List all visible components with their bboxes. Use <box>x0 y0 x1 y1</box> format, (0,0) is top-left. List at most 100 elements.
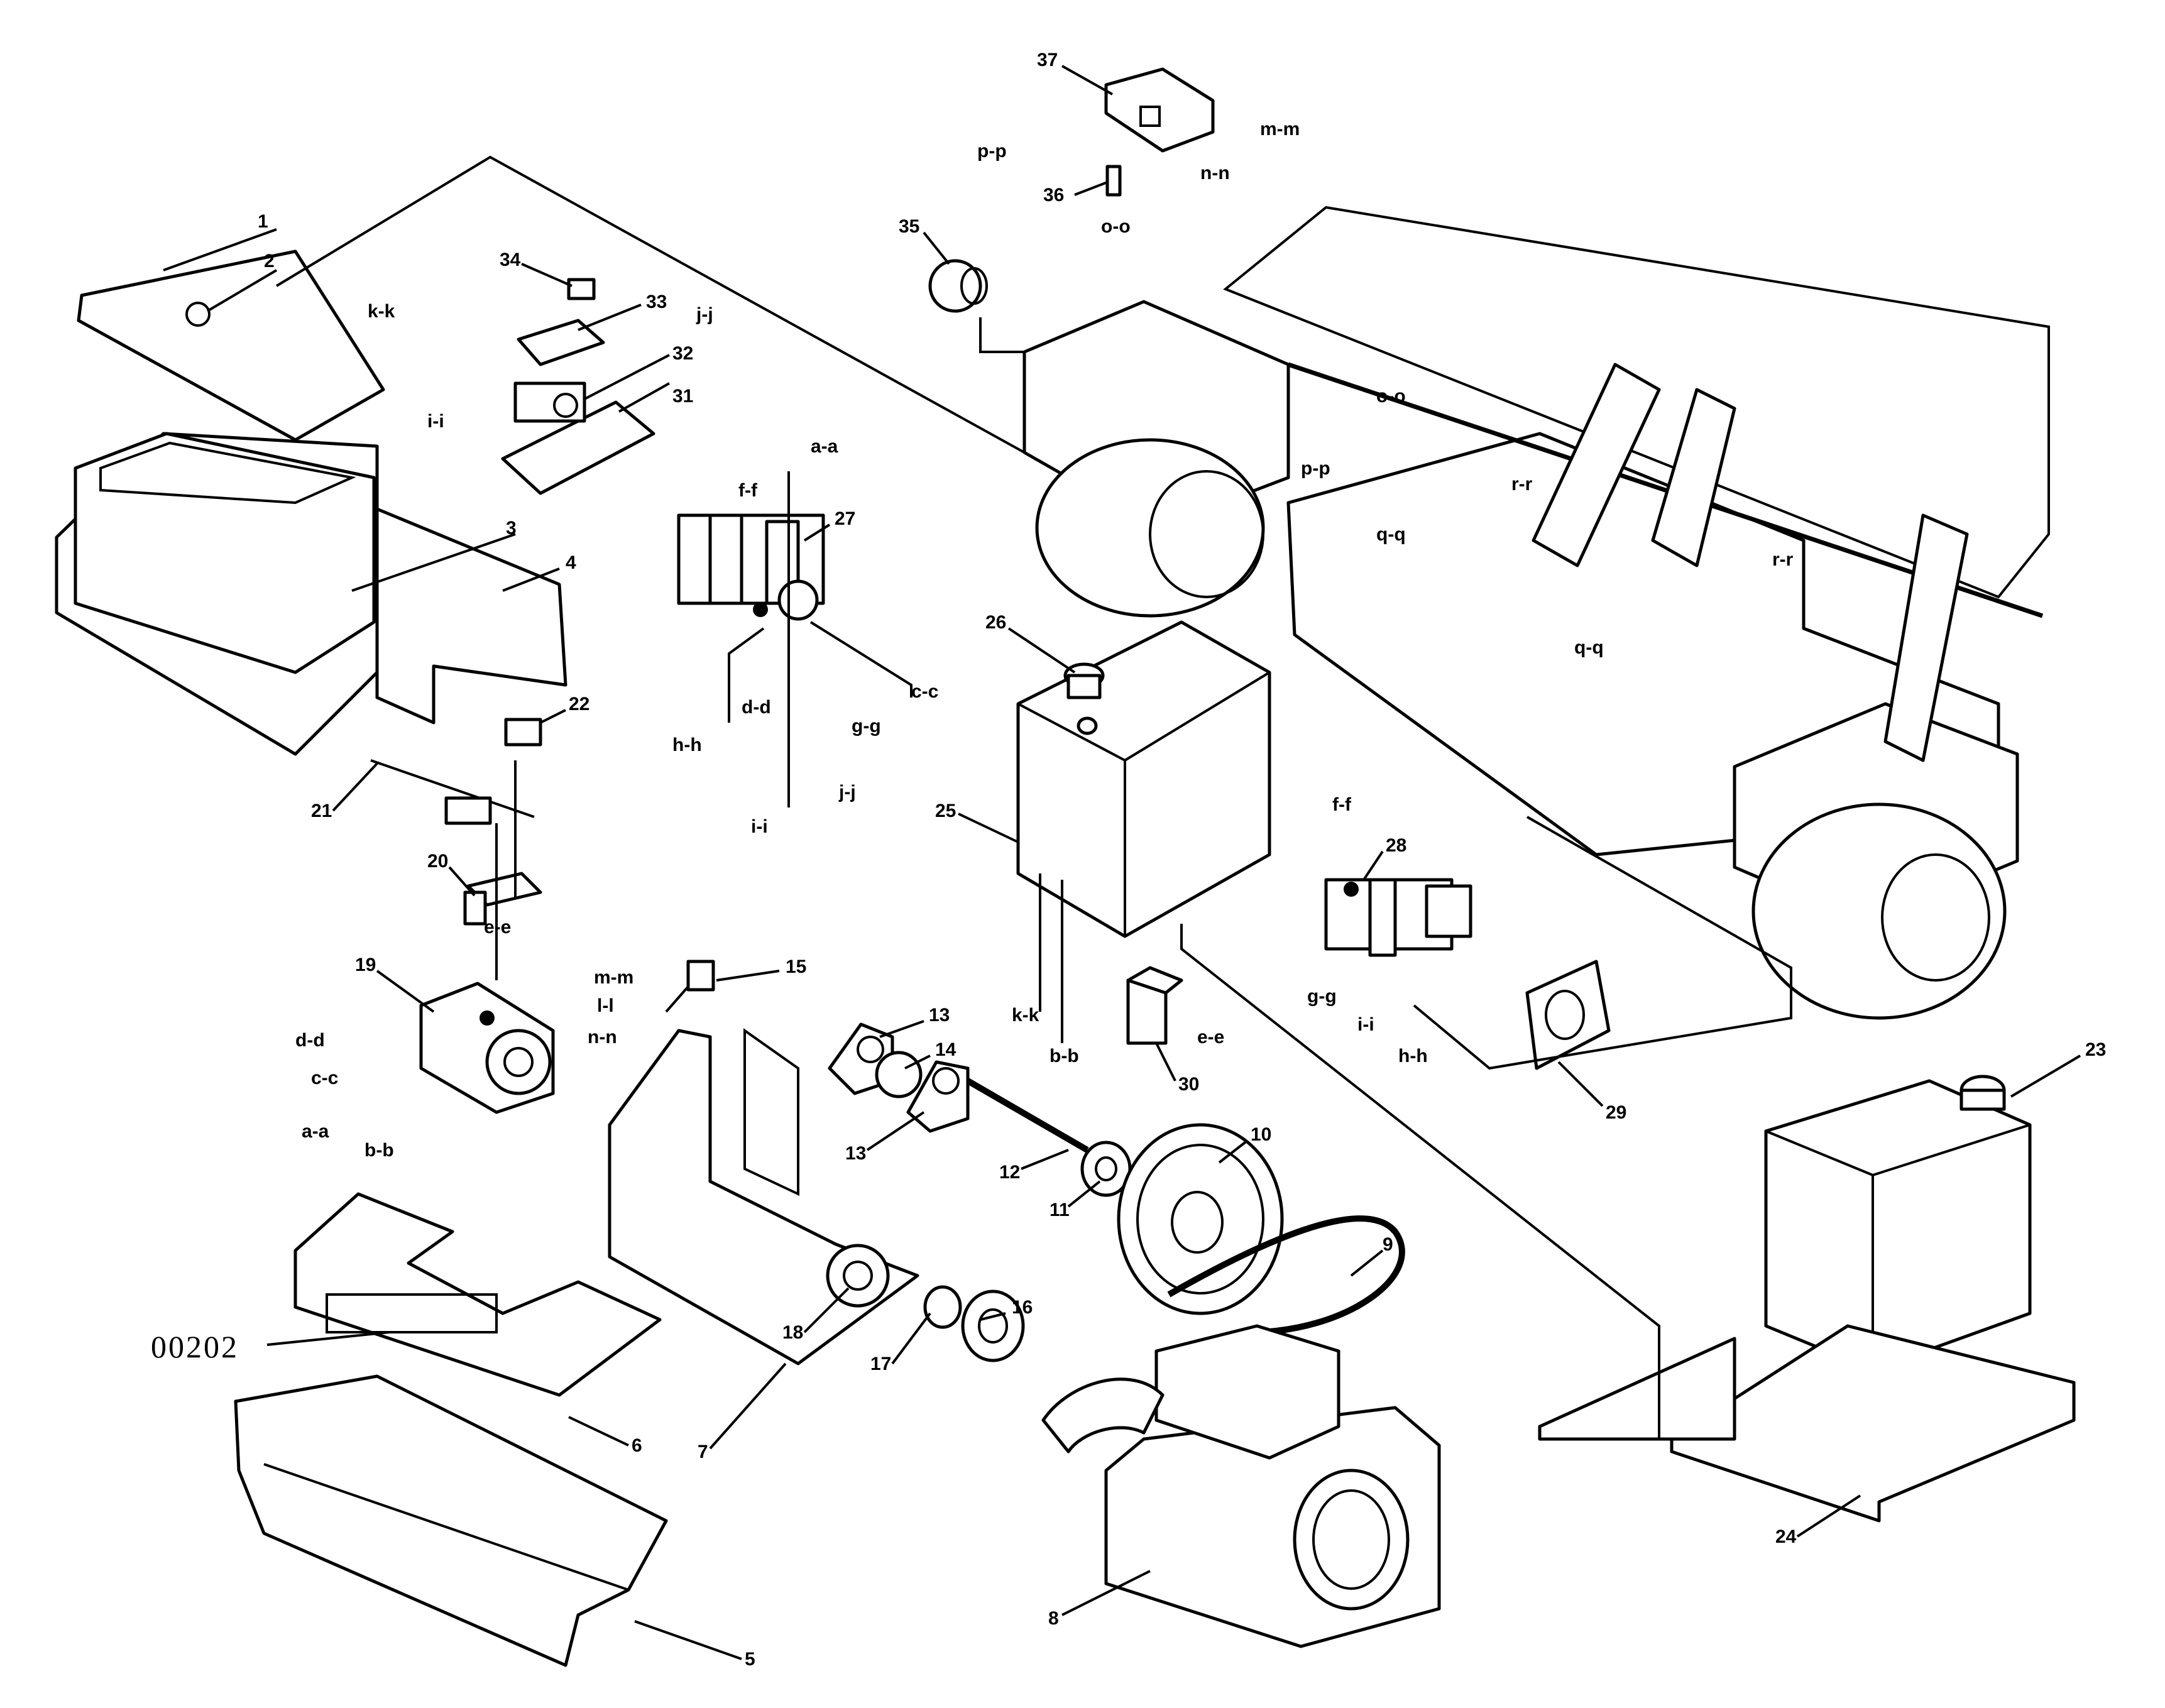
callout-29: 29 <box>1606 1102 1626 1123</box>
part-30-filter <box>1126 966 1183 1045</box>
machine-frame <box>1022 205 2050 1020</box>
label-ii-27: i-i <box>751 816 768 837</box>
label-aa-27: a-a <box>811 436 838 457</box>
callout-4: 4 <box>566 552 576 573</box>
part-14-sprocket <box>875 1051 923 1098</box>
label-ll-19: l-l <box>597 995 614 1016</box>
label-cc-27: c-c <box>911 681 938 702</box>
part-7-mount-frame <box>608 1028 919 1366</box>
callout-12: 12 <box>999 1162 1020 1183</box>
callout-25: 25 <box>935 801 956 821</box>
callout-13-upper: 13 <box>929 1005 950 1026</box>
connection-labels: a-a f-f c-c g-g d-d h-h j-j i-i k-k j-j … <box>295 119 1794 1161</box>
label-hh-27: h-h <box>672 735 702 755</box>
label-qq-frame1: q-q <box>1376 524 1406 545</box>
callout-17: 17 <box>870 1354 891 1374</box>
leader-lines <box>163 65 2081 1660</box>
part-27-valve <box>677 513 825 621</box>
part-26-cap <box>1063 662 1105 735</box>
label-cc-19: c-c <box>311 1068 338 1088</box>
label-kk-top: k-k <box>368 301 395 322</box>
label-bb-19: b-b <box>364 1140 394 1161</box>
callout-8: 8 <box>1048 1608 1059 1629</box>
part-24-base-frame <box>1538 1324 2076 1523</box>
callout-15: 15 <box>786 956 806 977</box>
part-37-switch-box <box>1104 67 1215 153</box>
label-bb-25: b-b <box>1050 1046 1079 1066</box>
callout-10: 10 <box>1251 1124 1271 1145</box>
callout-24: 24 <box>1775 1526 1797 1547</box>
label-dd-27: d-d <box>742 697 771 718</box>
part-21-cable <box>370 759 535 825</box>
callout-32: 32 <box>672 343 693 364</box>
callout-23: 23 <box>2085 1039 2106 1060</box>
label-mm-19: m-m <box>594 967 633 988</box>
part-15-fitting <box>665 960 715 1013</box>
callout-7: 7 <box>698 1442 708 1462</box>
callout-14: 14 <box>935 1039 956 1060</box>
callout-34: 34 <box>500 249 521 270</box>
label-qq-frame2: q-q <box>1574 637 1604 658</box>
callout-numbers: 1 2 3 4 5 6 7 8 9 10 11 12 13 13 14 15 1… <box>258 50 2106 1670</box>
part-19-pump <box>419 982 555 1114</box>
label-mm-37: m-m <box>1260 119 1300 140</box>
part-1-lid <box>77 249 385 442</box>
label-ff-27: f-f <box>738 480 758 501</box>
callout-33: 33 <box>646 292 667 312</box>
part-35-cap <box>928 259 988 313</box>
callout-16: 16 <box>1012 1297 1033 1318</box>
label-pp-frame: p-p <box>1301 458 1330 479</box>
callout-31: 31 <box>672 386 693 407</box>
part-8-engine <box>1041 1324 1441 1648</box>
part-10-pulley <box>1117 1123 1284 1315</box>
label-ee-19: e-e <box>484 917 511 938</box>
callout-28: 28 <box>1386 835 1406 856</box>
callout-11: 11 <box>1050 1200 1070 1220</box>
part-22-tag <box>504 718 542 747</box>
callout-35: 35 <box>899 216 919 237</box>
part-25-tank <box>1016 620 1271 938</box>
callout-3: 3 <box>506 518 517 539</box>
diagram-code: 00202 <box>151 1329 239 1364</box>
part-36-sensor <box>1105 165 1122 197</box>
callout-9: 9 <box>1383 1234 1393 1255</box>
callout-22: 22 <box>569 694 589 714</box>
callout-36: 36 <box>1043 185 1064 205</box>
label-kk-25: k-k <box>1012 1005 1039 1026</box>
part-3-hopper-box <box>55 432 379 756</box>
callout-21: 21 <box>311 801 332 821</box>
part-17-collar <box>923 1285 962 1329</box>
label-ii-28: i-i <box>1357 1014 1374 1035</box>
part-34-clip <box>567 278 596 300</box>
callout-37: 37 <box>1037 50 1058 70</box>
label-jj-27: j-j <box>838 782 856 802</box>
label-pp-37: p-p <box>977 141 1007 161</box>
label-gg-28: g-g <box>1307 986 1337 1007</box>
label-rr-frame1: r-r <box>1511 474 1533 495</box>
callout-19: 19 <box>355 955 376 975</box>
callout-20: 20 <box>427 851 448 872</box>
callout-2: 2 <box>264 251 275 271</box>
callout-26: 26 <box>985 612 1006 633</box>
callout-27: 27 <box>835 508 855 529</box>
label-hh-28: h-h <box>1398 1046 1428 1066</box>
part-12-shaft <box>966 1078 1089 1153</box>
label-aa-19: a-a <box>302 1121 329 1142</box>
label-gg-27: g-g <box>852 716 881 736</box>
label-rr-frame2: r-r <box>1772 549 1794 570</box>
label-nn-19: n-n <box>588 1027 617 1048</box>
part-23-tank <box>1764 1075 2032 1372</box>
part-16-sprocket <box>961 1289 1025 1362</box>
label-dd-19: d-d <box>295 1030 325 1051</box>
part-20-bracket <box>463 872 542 926</box>
label-ee-30: e-e <box>1197 1027 1224 1048</box>
part-6-guard <box>293 1192 662 1397</box>
part-33-tab <box>517 319 605 366</box>
label-oo-frame: o-o <box>1376 386 1406 407</box>
label-oo-36: o-o <box>1101 216 1131 237</box>
part-29-plate <box>1525 960 1611 1070</box>
label-nn-37: n-n <box>1200 163 1230 183</box>
part-5-guard <box>234 1374 668 1667</box>
part-28-valve <box>1324 878 1472 957</box>
